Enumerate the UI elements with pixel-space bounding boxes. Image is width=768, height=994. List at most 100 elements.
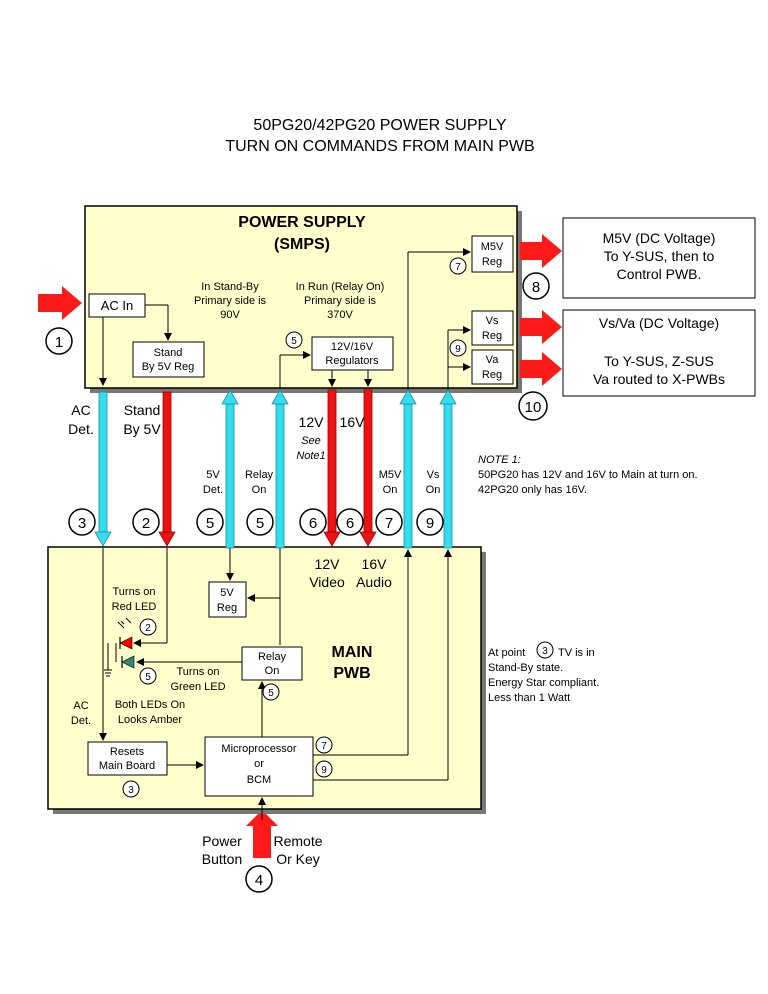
regulators-l2: Regulators (325, 355, 379, 367)
m5v-reg-l2: Reg (482, 256, 502, 268)
remote-l2: Or Key (276, 851, 320, 867)
run-note-l1: In Run (Relay On) (296, 281, 385, 293)
vsva-output-box (562, 309, 756, 397)
m5v-output-l3: Control PWB. (617, 266, 702, 282)
standby-5v-label-l2: By 5V (123, 421, 161, 437)
ac-det-label-l2: Det. (68, 421, 94, 437)
svg-text:5: 5 (145, 672, 151, 683)
standby-reg-box (132, 341, 205, 378)
small-markers: 5 7 9 2 5 5 3 7 9 3 (122, 257, 554, 798)
micro-l2: or (254, 758, 264, 770)
microprocessor-box (204, 736, 314, 797)
standby-5v-label-l1: Stand (124, 402, 161, 418)
marker-2: 2 (142, 515, 150, 532)
see-note-l2: Note1 (296, 450, 325, 462)
svg-text:5: 5 (291, 336, 297, 347)
m5v-output-l2: To Y-SUS, then to (604, 248, 715, 264)
relay-on-label-l1: Relay (245, 469, 274, 481)
standby-note-l1: In Stand-By (201, 281, 259, 293)
note-heading: NOTE 1: (478, 454, 521, 466)
both-leds-l2: Looks Amber (118, 714, 183, 726)
vsva-output-l4: Va routed to X-PWBs (593, 371, 725, 387)
step-markers: 1 3 2 5 5 6 6 7 9 8 10 4 (45, 272, 550, 893)
standby-reg-l2: By 5V Reg (142, 361, 195, 373)
red-led-l2: Red LED (112, 601, 157, 613)
resets-l1: Resets (110, 746, 145, 758)
vsva-output-l3: To Y-SUS, Z-SUS (604, 353, 714, 369)
m5v-reg-box (471, 235, 514, 273)
va-reg-l1: Va (486, 354, 500, 366)
standby-note-l3: 90V (220, 309, 240, 321)
va-output-arrow (520, 352, 562, 386)
see-note-l1: See (301, 435, 321, 447)
audio-label-l2: Audio (356, 574, 392, 590)
main-title-2: PWB (333, 665, 370, 682)
m5v-on-label-l2: On (383, 484, 398, 496)
big-red-arrows (38, 234, 562, 858)
power-input-arrow (246, 810, 278, 858)
marker-10: 10 (525, 399, 542, 416)
main-ac-det-l1: AC (73, 700, 88, 712)
relay-on-bar (275, 403, 285, 549)
note-line-2: 42PG20 only has 16V. (478, 484, 587, 496)
green-led-l2: Green LED (170, 681, 225, 693)
relay-on-box-l1: Relay (258, 651, 287, 663)
marker-9: 9 (426, 515, 434, 532)
standby-state-suffix: TV is in (558, 647, 595, 659)
svg-text:9: 9 (455, 344, 461, 355)
regulators-l1: 12V/16V (331, 341, 374, 353)
light-emission-icon (117, 617, 132, 629)
remote-l1: Remote (273, 833, 322, 849)
green-led-icon (121, 655, 135, 669)
svg-text:7: 7 (455, 262, 461, 273)
marker-1: 1 (55, 334, 63, 351)
smps-title-2: (SMPS) (274, 236, 330, 253)
resets-l2: Main Board (99, 760, 155, 772)
power-button-l1: Power (202, 833, 242, 849)
5v-det-label-l1: 5V (206, 469, 220, 481)
5v-det-label-l2: Det. (203, 484, 223, 496)
video-label-l1: 12V (315, 556, 341, 572)
ac-input-arrow (38, 286, 82, 320)
ac-det-bar (98, 391, 108, 533)
run-note-l2: Primary side is (304, 295, 377, 307)
12v-bar (327, 389, 337, 533)
vs-on-label-l2: On (426, 484, 441, 496)
va-reg-box (471, 349, 514, 385)
marker-8: 8 (532, 279, 540, 296)
5v-det-bar (225, 403, 235, 549)
vs-reg-l2: Reg (482, 330, 502, 342)
standby-note-l2: Primary side is (194, 295, 267, 307)
relay-on-box-l2: On (265, 665, 280, 677)
m5v-on-bar (403, 403, 413, 549)
red-led-l1: Turns on (112, 586, 155, 598)
standby-state-l4: Less than 1 Watt (488, 692, 570, 704)
svg-text:2: 2 (145, 623, 151, 634)
16v-bar (363, 389, 373, 533)
standby-reg-l1: Stand (154, 347, 183, 359)
marker-4: 4 (255, 872, 263, 889)
16v-label: 16V (340, 414, 366, 430)
red-led-icon (119, 636, 133, 650)
power-button-l2: Button (202, 851, 242, 867)
m5v-on-label-l1: M5V (379, 469, 402, 481)
title-line-2: TURN ON COMMANDS FROM MAIN PWB (225, 138, 534, 155)
vsva-output-l1: Vs/Va (DC Voltage) (599, 315, 719, 331)
standby-state-l3: Energy Star compliant. (488, 677, 599, 689)
standby-state-prefix: At point (488, 647, 525, 659)
m5v-output-box (562, 217, 756, 299)
marker-3: 3 (78, 515, 86, 532)
relay-on-box (241, 646, 303, 681)
marker-6b: 6 (346, 515, 354, 532)
smps-title-1: POWER SUPPLY (238, 214, 366, 231)
audio-label-l1: 16V (362, 556, 388, 572)
va-reg-l2: Reg (482, 369, 502, 381)
note-line-1: 50PG20 has 12V and 16V to Main at turn o… (478, 469, 698, 481)
micro-l3: BCM (247, 774, 271, 786)
marker-7: 7 (385, 515, 393, 532)
green-led-l1: Turns on (176, 666, 219, 678)
svg-text:7: 7 (321, 741, 327, 752)
svg-text:5: 5 (268, 688, 274, 699)
vs-reg-box (471, 310, 514, 346)
